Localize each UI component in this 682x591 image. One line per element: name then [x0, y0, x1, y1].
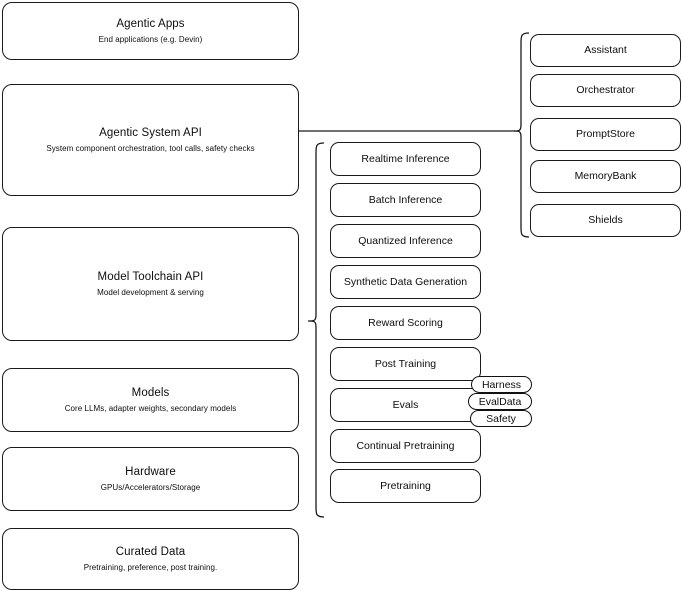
layer-title: Curated Data: [115, 545, 186, 558]
system-component-label: Orchestrator: [576, 84, 635, 96]
component-batch-inference[interactable]: Batch Inference: [330, 183, 481, 217]
layer-subtitle: Core LLMs, adapter weights, secondary mo…: [64, 403, 237, 413]
system-component-label: PromptStore: [576, 128, 635, 140]
eval-subcomponent-safety[interactable]: Safety: [470, 410, 532, 427]
layer-subtitle: GPUs/Accelerators/Storage: [100, 482, 201, 492]
component-synthetic-data-generation[interactable]: Synthetic Data Generation: [330, 265, 481, 299]
component-post-training[interactable]: Post Training: [330, 347, 481, 381]
layer-agentic-apps[interactable]: Agentic Apps End applications (e.g. Devi…: [2, 2, 299, 60]
component-quantized-inference[interactable]: Quantized Inference: [330, 224, 481, 258]
eval-subcomponent-label: Safety: [486, 412, 516, 425]
component-label: Synthetic Data Generation: [343, 275, 468, 288]
layer-hardware[interactable]: Hardware GPUs/Accelerators/Storage: [2, 447, 299, 511]
layer-models[interactable]: Models Core LLMs, adapter weights, secon…: [2, 368, 299, 432]
component-label: Continual Pretraining: [356, 439, 455, 452]
eval-subcomponent-label: Harness: [481, 378, 522, 391]
layer-title: Agentic System API: [99, 126, 202, 139]
system-component-shields[interactable]: Shields: [530, 204, 681, 237]
layer-subtitle: System component orchestration, tool cal…: [46, 143, 255, 153]
system-component-label: Assistant: [584, 44, 627, 56]
component-label: Pretraining: [380, 479, 431, 492]
eval-subcomponent-label: EvalData: [478, 395, 522, 408]
eval-subcomponent-evaldata[interactable]: EvalData: [468, 393, 532, 410]
layer-title: Agentic Apps: [116, 17, 185, 30]
brace-toolchain-components: [304, 140, 328, 522]
system-component-assistant[interactable]: Assistant: [530, 34, 681, 67]
component-label: Reward Scoring: [368, 316, 443, 329]
component-realtime-inference[interactable]: Realtime Inference: [330, 142, 481, 176]
component-reward-scoring[interactable]: Reward Scoring: [330, 306, 481, 340]
layer-agentic-system-api[interactable]: Agentic System API System component orch…: [2, 84, 299, 196]
component-continual-pretraining[interactable]: Continual Pretraining: [330, 429, 481, 463]
system-component-promptstore[interactable]: PromptStore: [530, 118, 681, 151]
system-component-label: MemoryBank: [574, 170, 637, 182]
component-label: Post Training: [374, 357, 437, 370]
eval-subcomponent-harness[interactable]: Harness: [471, 376, 532, 393]
system-component-memorybank[interactable]: MemoryBank: [530, 160, 681, 193]
layer-curated-data[interactable]: Curated Data Pretraining, preference, po…: [2, 528, 299, 590]
layer-subtitle: End applications (e.g. Devin): [98, 34, 203, 44]
layer-title: Hardware: [125, 465, 176, 478]
system-component-label: Shields: [588, 214, 623, 226]
layer-subtitle: Model development & serving: [97, 287, 204, 297]
connector-system-api-to-components: [299, 126, 519, 136]
component-label: Quantized Inference: [358, 234, 453, 247]
component-evals[interactable]: Evals: [330, 388, 481, 422]
layer-model-toolchain-api[interactable]: Model Toolchain API Model development & …: [2, 227, 299, 341]
layer-title: Model Toolchain API: [97, 270, 204, 283]
component-label: Evals: [392, 398, 419, 411]
layer-subtitle: Pretraining, preference, post training.: [83, 562, 218, 572]
system-component-orchestrator[interactable]: Orchestrator: [530, 74, 681, 107]
component-pretraining[interactable]: Pretraining: [330, 469, 481, 503]
component-label: Batch Inference: [368, 193, 443, 206]
component-label: Realtime Inference: [361, 152, 450, 165]
layer-title: Models: [131, 386, 170, 399]
